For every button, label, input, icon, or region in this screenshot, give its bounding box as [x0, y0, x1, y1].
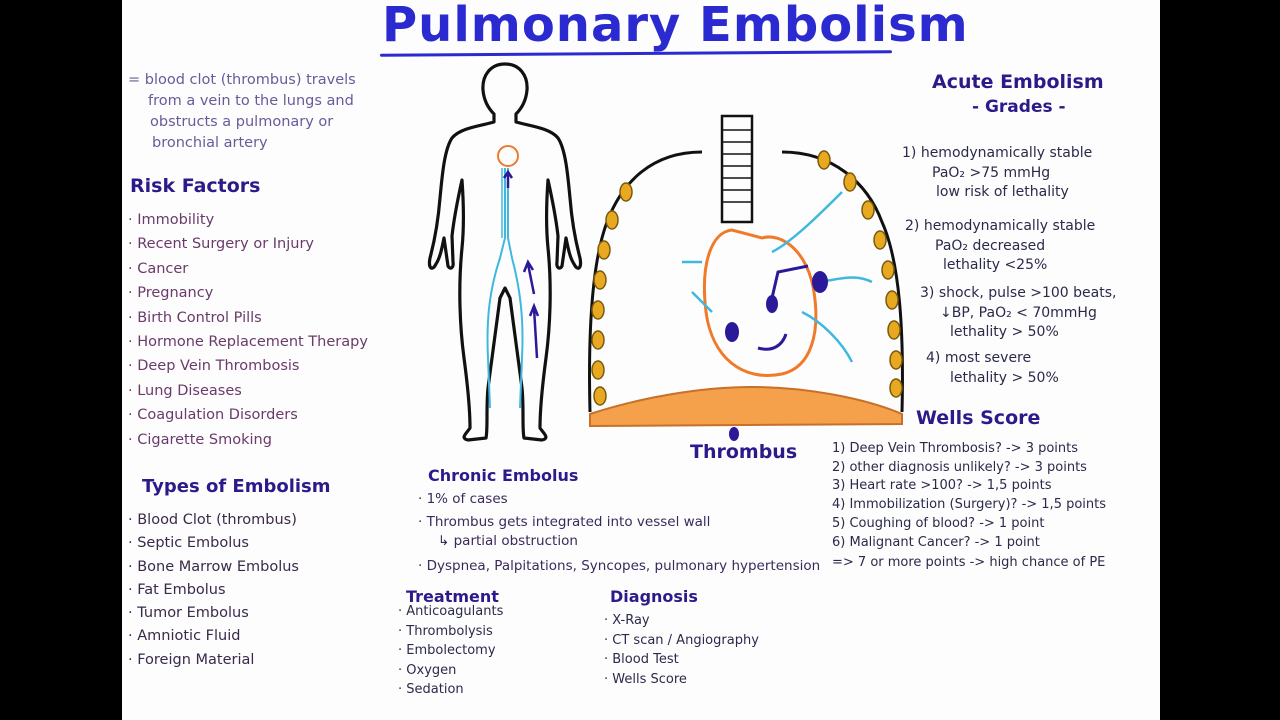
list-item: · Pregnancy	[128, 285, 214, 302]
risk-factors-heading: Risk Factors	[130, 175, 261, 197]
list-item: · Amniotic Fluid	[128, 628, 241, 645]
grades-heading: Acute Embolism	[932, 71, 1104, 93]
arrow-icon	[757, 333, 788, 351]
list-item: · Anticoagulants	[398, 604, 504, 619]
list-item: · Dyspnea, Palpitations, Syncopes, pulmo…	[418, 558, 821, 574]
list-item: · Fat Embolus	[128, 581, 226, 598]
treatment-heading: Treatment	[406, 587, 499, 606]
grade-line: 1) hemodynamically stable	[902, 145, 1093, 161]
list-item: · Cigarette Smoking	[128, 431, 272, 448]
list-item: · X-Ray	[604, 613, 650, 628]
whiteboard	[122, 0, 1160, 720]
definition-line: = blood clot (thrombus) travels	[128, 72, 356, 88]
definition-line: from a vein to the lungs and	[148, 93, 354, 109]
list-item: 5) Coughing of blood? -> 1 point	[832, 515, 1045, 531]
list-item: · Embolectomy	[398, 643, 496, 658]
body-outline	[427, 62, 583, 442]
list-item: · Thrombolysis	[398, 623, 493, 639]
list-item: · Blood Clot (thrombus)	[128, 512, 297, 528]
list-item: 1) Deep Vein Thrombosis? -> 3 points	[832, 441, 1079, 456]
definition-line: bronchial artery	[152, 135, 268, 151]
definition-line: obstructs a pulmonary or	[150, 114, 334, 130]
definition: = blood clot (thrombus) travels from a v…	[128, 70, 356, 154]
trachea-rings	[722, 129, 752, 203]
arrow-icon	[502, 169, 514, 188]
human-body-diagram	[427, 62, 583, 442]
grade-line: 2) hemodynamically stable	[905, 218, 1096, 234]
pleura-cartilage	[591, 150, 903, 406]
list-item: · Immobility	[128, 212, 215, 228]
list-item: 4) Immobilization (Surgery)? -> 1,5 poin…	[832, 497, 1107, 513]
list-item: · Deep Vein Thrombosis	[128, 358, 300, 375]
list-item: · Birth Control Pills	[128, 309, 262, 326]
chronic-list: · 1% of cases · Thrombus gets integrated…	[418, 490, 820, 576]
list-item: · CT scan / Angiography	[604, 632, 759, 648]
vein-line	[507, 168, 524, 409]
pulmonary-artery	[682, 191, 873, 363]
grade-line: lethality > 50%	[950, 369, 1059, 386]
grade-line: PaO₂ >75 mmHg	[932, 164, 1051, 181]
list-item: · Hormone Replacement Therapy	[128, 334, 368, 351]
list-item: · Sedation	[398, 682, 464, 697]
thrombus-marks	[725, 271, 828, 342]
list-item: · Recent Surgery or Injury	[128, 236, 314, 253]
grade-line: lethality <25%	[943, 257, 1048, 273]
list-item: · Coagulation Disorders	[128, 407, 298, 424]
grades-subheading: - Grades -	[972, 97, 1066, 117]
list-item: 6) Malignant Cancer? -> 1 point	[832, 534, 1040, 550]
grade-1: 1) hemodynamically stable PaO₂ >75 mmHg …	[902, 144, 1092, 203]
grade-2: 2) hemodynamically stable PaO₂ decreased…	[905, 217, 1095, 276]
list-item: · Bone Marrow Embolus	[128, 558, 299, 575]
list-item: · Wells Score	[604, 671, 687, 687]
types-list: · Blood Clot (thrombus) · Septic Embolus…	[128, 509, 299, 672]
list-item: ↳ partial obstruction	[438, 533, 578, 549]
list-item: 2) other diagnosis unlikely? -> 3 points	[832, 459, 1087, 475]
lungs-diagram	[588, 114, 904, 441]
grade-line: lethality > 50%	[950, 324, 1059, 340]
thrombus-label: Thrombus	[690, 441, 798, 463]
grade-line: 4) most severe	[926, 350, 1032, 366]
list-item: · Thrombus gets integrated into vessel w…	[418, 514, 711, 530]
arrow-icon	[522, 259, 536, 295]
list-item: · 1% of cases	[418, 491, 508, 507]
vein-line	[486, 168, 506, 409]
wells-list: 1) Deep Vein Thrombosis? -> 3 points 2) …	[832, 440, 1106, 573]
page-title: Pulmonary Embolism	[382, 0, 969, 53]
grade-4: 4) most severe lethality > 50%	[926, 349, 1059, 388]
heart-icon	[497, 145, 519, 167]
grade-line: 3) shock, pulse >100 beats,	[920, 285, 1117, 301]
list-item: · Foreign Material	[128, 651, 255, 668]
treatment-list: · Anticoagulants · Thrombolysis · Embole…	[398, 602, 503, 700]
list-item: · Tumor Embolus	[128, 605, 249, 622]
list-item: · Cancer	[128, 260, 189, 277]
thrombus-icon	[729, 427, 739, 441]
list-item: · Septic Embolus	[128, 535, 249, 552]
trachea	[720, 114, 754, 224]
arrow-icon	[770, 264, 809, 299]
diagnosis-list: · X-Ray · CT scan / Angiography · Blood …	[604, 611, 759, 689]
list-item: => 7 or more points -> high chance of PE	[832, 555, 1106, 571]
diaphragm	[589, 385, 903, 428]
list-item: 3) Heart rate >100? -> 1,5 points	[832, 478, 1052, 494]
types-heading: Types of Embolism	[142, 476, 331, 497]
wells-heading: Wells Score	[916, 407, 1041, 429]
lung-outline	[781, 150, 904, 413]
diagnosis-heading: Diagnosis	[610, 587, 698, 606]
grade-line: low risk of lethality	[936, 184, 1069, 200]
list-item: · Blood Test	[604, 652, 679, 667]
chronic-heading: Chronic Embolus	[428, 466, 579, 485]
grade-3: 3) shock, pulse >100 beats, ↓BP, PaO₂ < …	[920, 284, 1116, 343]
list-item: · Oxygen	[398, 662, 457, 678]
arrow-icon	[528, 302, 540, 359]
heart-outline	[702, 228, 818, 377]
list-item: · Lung Diseases	[128, 382, 242, 399]
risk-factors-list: · Immobility · Recent Surgery or Injury …	[128, 208, 368, 452]
grade-line: PaO₂ decreased	[935, 237, 1046, 254]
grade-line: ↓BP, PaO₂ < 70mmHg	[940, 304, 1097, 321]
